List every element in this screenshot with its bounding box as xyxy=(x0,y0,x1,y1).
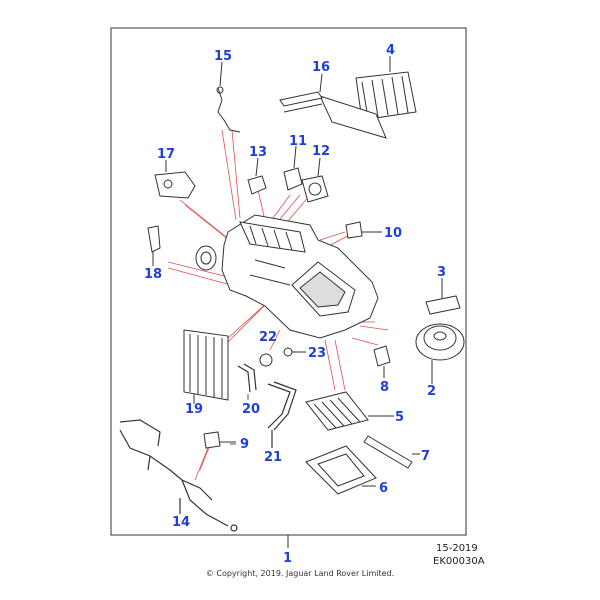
part-2-blower xyxy=(415,323,465,384)
callout-15: 15 xyxy=(214,49,232,64)
callout-10: 10 xyxy=(384,226,402,241)
callout-2: 2 xyxy=(427,384,436,399)
part-6-filter-frame xyxy=(305,445,377,495)
callout-22: 22 xyxy=(259,330,277,345)
part-5-filter xyxy=(305,391,394,431)
callout-6: 6 xyxy=(379,481,388,496)
part-7-strip xyxy=(363,435,420,469)
part-18-bracket xyxy=(147,225,161,266)
part-16-heater-core xyxy=(279,73,387,139)
illustration-code: EK00030A xyxy=(433,556,485,567)
callout-8: 8 xyxy=(380,380,389,395)
callout-11: 11 xyxy=(289,134,307,149)
part-13-actuator xyxy=(247,157,267,195)
part-4-core xyxy=(355,56,417,121)
part-3-module xyxy=(425,278,461,315)
callout-16: 16 xyxy=(312,60,330,75)
part-11-actuator xyxy=(283,145,303,191)
callout-9: 9 xyxy=(240,437,249,452)
callout-7: 7 xyxy=(421,449,430,464)
callout-17: 17 xyxy=(157,147,175,162)
callout-5: 5 xyxy=(395,410,404,425)
callout-leaders xyxy=(193,394,249,445)
housing-inlet xyxy=(195,245,217,271)
part-9-connector xyxy=(203,431,236,449)
callout-4: 4 xyxy=(386,43,395,58)
callout-19: 19 xyxy=(185,402,203,417)
callout-3: 3 xyxy=(437,265,446,280)
callout-12: 12 xyxy=(312,144,330,159)
copyright-notice: © Copyright, 2019. Jaguar Land Rover Lim… xyxy=(205,569,395,578)
date-code: 15-2019 xyxy=(436,543,478,554)
part-8-actuator xyxy=(373,345,391,378)
callout-14: 14 xyxy=(172,515,190,530)
part-14-harness xyxy=(119,419,238,532)
callout-18: 18 xyxy=(144,267,162,282)
callout-20: 20 xyxy=(242,402,260,417)
callout-21: 21 xyxy=(264,450,282,465)
callout-13: 13 xyxy=(249,145,267,160)
callout-23: 23 xyxy=(308,346,326,361)
callout-1: 1 xyxy=(283,551,292,566)
part-12-actuator xyxy=(301,157,329,203)
part-17-actuator xyxy=(154,160,196,199)
part-15-sensor xyxy=(216,61,241,133)
part-22-valve xyxy=(259,353,273,367)
part-20-pipe xyxy=(237,363,257,393)
part-10-sensor xyxy=(345,221,382,239)
part-23-fastener xyxy=(283,347,306,357)
heater-housing xyxy=(221,214,379,339)
part-19-radiator xyxy=(183,329,229,404)
part-21-pipe xyxy=(267,381,297,448)
